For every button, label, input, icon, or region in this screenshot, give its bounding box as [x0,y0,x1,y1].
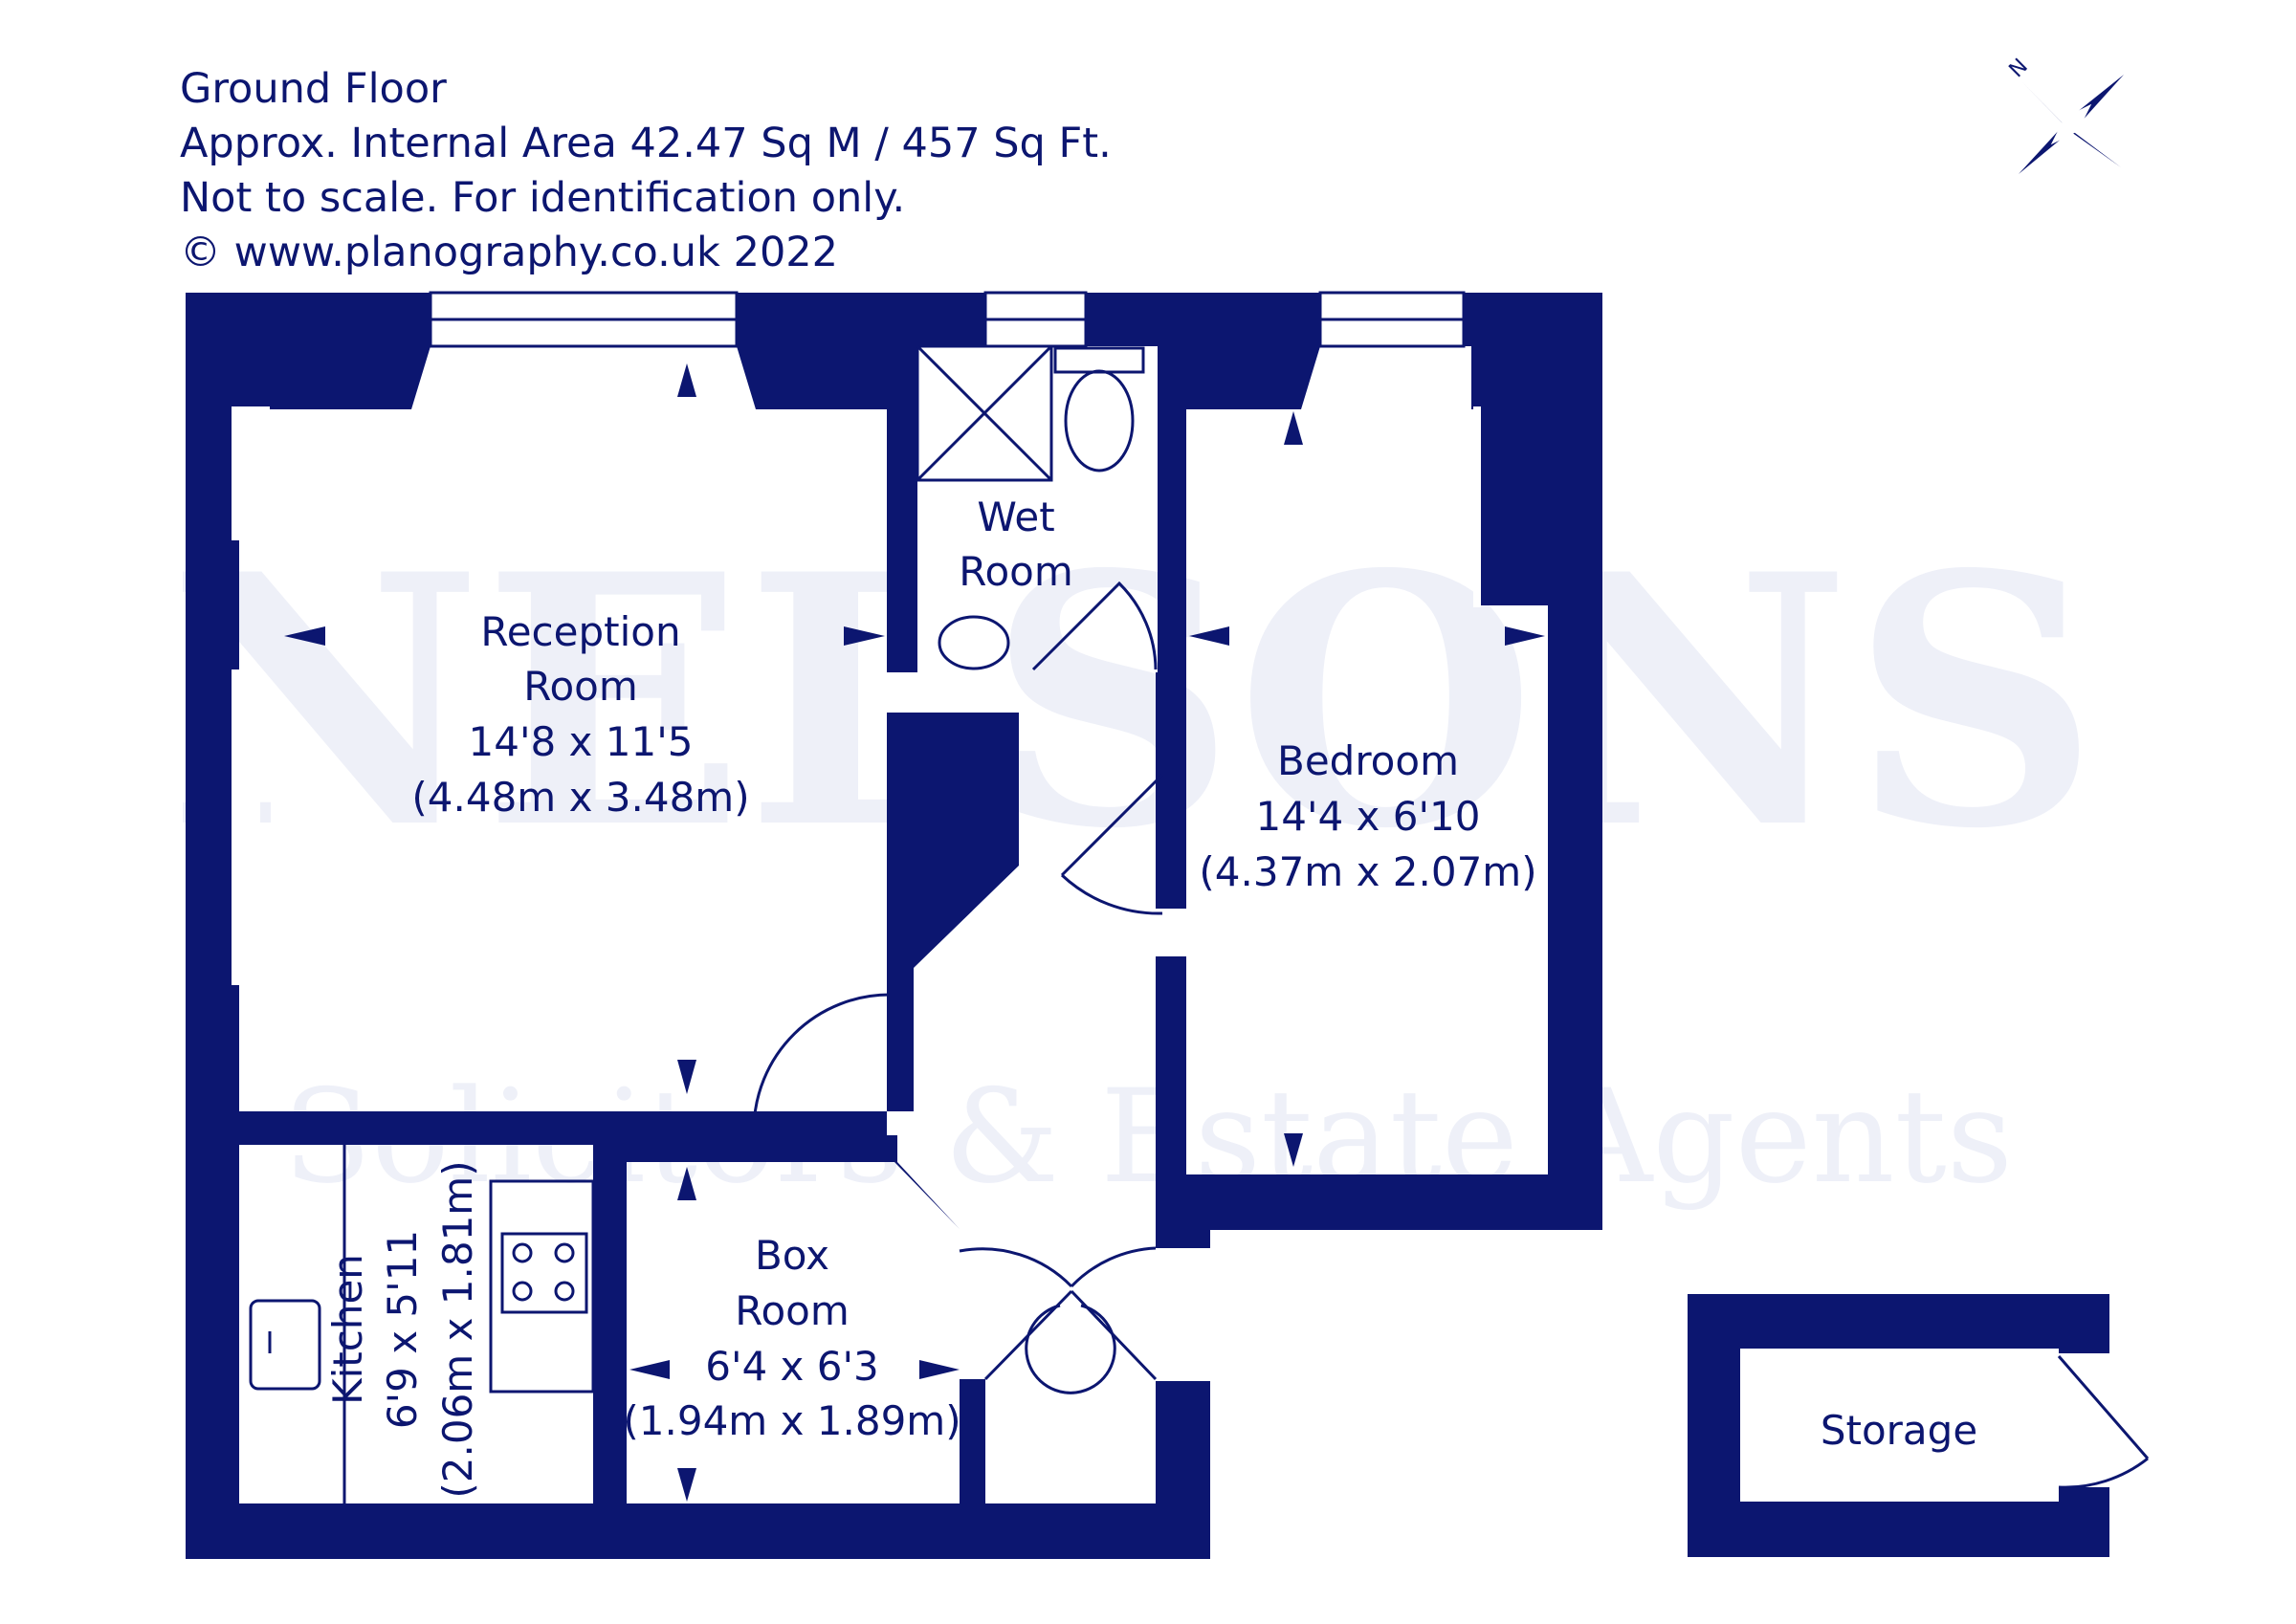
reception-metric: (4.48m x 3.48m) [411,774,749,821]
doors [752,773,1164,1394]
bedroom-metric: (4.37m x 2.07m) [1199,848,1536,895]
reception-imperial: 14'8 x 11'5 [469,718,694,765]
kitchen-imperial: 6'9 x 5'11 [379,1230,426,1429]
box-room-name-1: Box [755,1232,829,1279]
windows [429,291,1466,348]
shower-tray [916,344,1053,482]
watermark-brand: NELSONS [167,499,2099,904]
basin-icon [938,615,1010,670]
reception-name-2: Room [523,663,638,710]
dimension-arrows [284,363,1545,1502]
ground-floor-walls [186,293,1602,1559]
sink-icon [249,1299,321,1391]
watermark: NELSONS Solicitors & Estate Agents [167,499,2099,1212]
box-room-imperial: 6'4 x 6'3 [705,1343,879,1390]
reception-name-1: Reception [480,608,680,655]
storage-name: Storage [1821,1407,1977,1454]
wet-room-name-1: Wet [977,494,1054,540]
interior-openings [232,406,1481,1135]
toilet-cistern [1053,346,1145,374]
kitchen-fixtures [249,1145,595,1503]
wet-room-name-2: Room [959,548,1073,595]
storage-walls [1688,1294,2109,1557]
copyright-text: © www.planography.co.uk 2022 [180,229,839,276]
bedroom-imperial: 14'4 x 6'10 [1256,793,1481,840]
box-room-metric: (1.94m x 1.89m) [623,1397,960,1444]
wet-room-fixtures [916,344,1158,671]
kitchen-metric: (2.06m x 1.81m) [434,1160,481,1498]
compass-icon: N [2005,55,2124,174]
floor-title: Ground Floor [180,65,447,113]
storage-door [2057,1355,2150,1489]
area-text: Approx. Internal Area 42.47 Sq M / 457 S… [180,120,1112,167]
hob-icon [500,1232,588,1314]
disclaimer-text: Not to scale. For identification only. [180,174,906,222]
kitchen-name: Kitchen [324,1254,371,1405]
cupboard-doors [983,1289,1158,1381]
kitchen-counter [489,1179,595,1394]
toilet-icon [1064,369,1135,472]
reception-door [752,993,891,1130]
bedroom-door-leaf [1060,773,1164,877]
box-room-name-2: Room [735,1287,850,1334]
bedroom-name: Bedroom [1277,737,1459,784]
room-labels: Reception Room 14'8 x 11'5 (4.48m x 3.48… [324,494,1977,1499]
compass-north-label: N [2005,55,2033,82]
